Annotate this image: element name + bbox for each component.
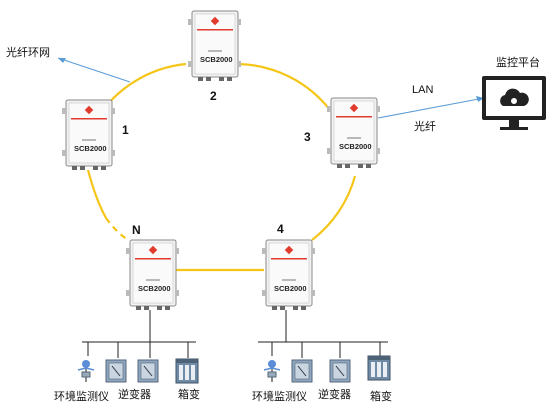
transformer-label: 箱变 bbox=[370, 389, 392, 403]
platform-label: 监控平台 bbox=[496, 55, 540, 69]
node-model-label: SCB2000 bbox=[274, 284, 307, 293]
transformer-label: 箱变 bbox=[178, 387, 200, 401]
node-number: N bbox=[132, 223, 141, 237]
inverter-label: 逆变器 bbox=[318, 387, 351, 401]
inverter-icon bbox=[291, 359, 313, 383]
cloud-gear-monitor-icon bbox=[482, 76, 546, 130]
fiber-label: 光纤 bbox=[414, 119, 436, 133]
environment-monitor-icon bbox=[263, 359, 281, 383]
inverter-icon bbox=[329, 359, 351, 383]
ring-segment bbox=[86, 169, 107, 219]
node-number: 4 bbox=[277, 222, 284, 236]
node-number: 3 bbox=[304, 130, 311, 144]
node-model-label: SCB2000 bbox=[339, 142, 372, 151]
arrow-icon bbox=[58, 58, 66, 63]
node-model-label: SCB2000 bbox=[138, 284, 171, 293]
env-monitor-label: 环境监测仪 bbox=[54, 389, 109, 403]
node-model-label: SCB2000 bbox=[200, 55, 233, 64]
node-n: SCB2000 bbox=[125, 239, 180, 311]
node-4: SCB2000 bbox=[261, 239, 316, 311]
transformer-icon bbox=[367, 355, 391, 381]
fiber-ring-label: 光纤环网 bbox=[6, 45, 50, 59]
node-number: 1 bbox=[122, 123, 129, 137]
fiber-network-link bbox=[57, 57, 131, 83]
ring-segment-dashed bbox=[105, 217, 129, 241]
node-2: SCB2000 bbox=[187, 10, 242, 82]
node-model-label: SCB2000 bbox=[74, 144, 107, 153]
env-monitor-label: 环境监测仪 bbox=[252, 389, 307, 403]
environment-monitor-icon bbox=[77, 359, 95, 383]
node-1: SCB2000 bbox=[61, 99, 116, 171]
inverter-icon bbox=[137, 359, 159, 383]
lan-label: LAN bbox=[412, 84, 433, 96]
ring-segment bbox=[311, 175, 357, 241]
transformer-icon bbox=[175, 358, 199, 384]
lan-link bbox=[377, 97, 485, 119]
inverter-label: 逆变器 bbox=[118, 387, 151, 401]
fiber-ring bbox=[86, 62, 357, 272]
device-bus-4 bbox=[258, 310, 388, 358]
device-bus-n bbox=[82, 310, 196, 358]
ring-segment bbox=[237, 62, 331, 111]
monitoring-platform: 监控平台 bbox=[482, 55, 546, 130]
node-number: 2 bbox=[210, 89, 217, 103]
node-3: SCB2000 bbox=[326, 97, 381, 169]
inverter-icon bbox=[105, 359, 127, 383]
